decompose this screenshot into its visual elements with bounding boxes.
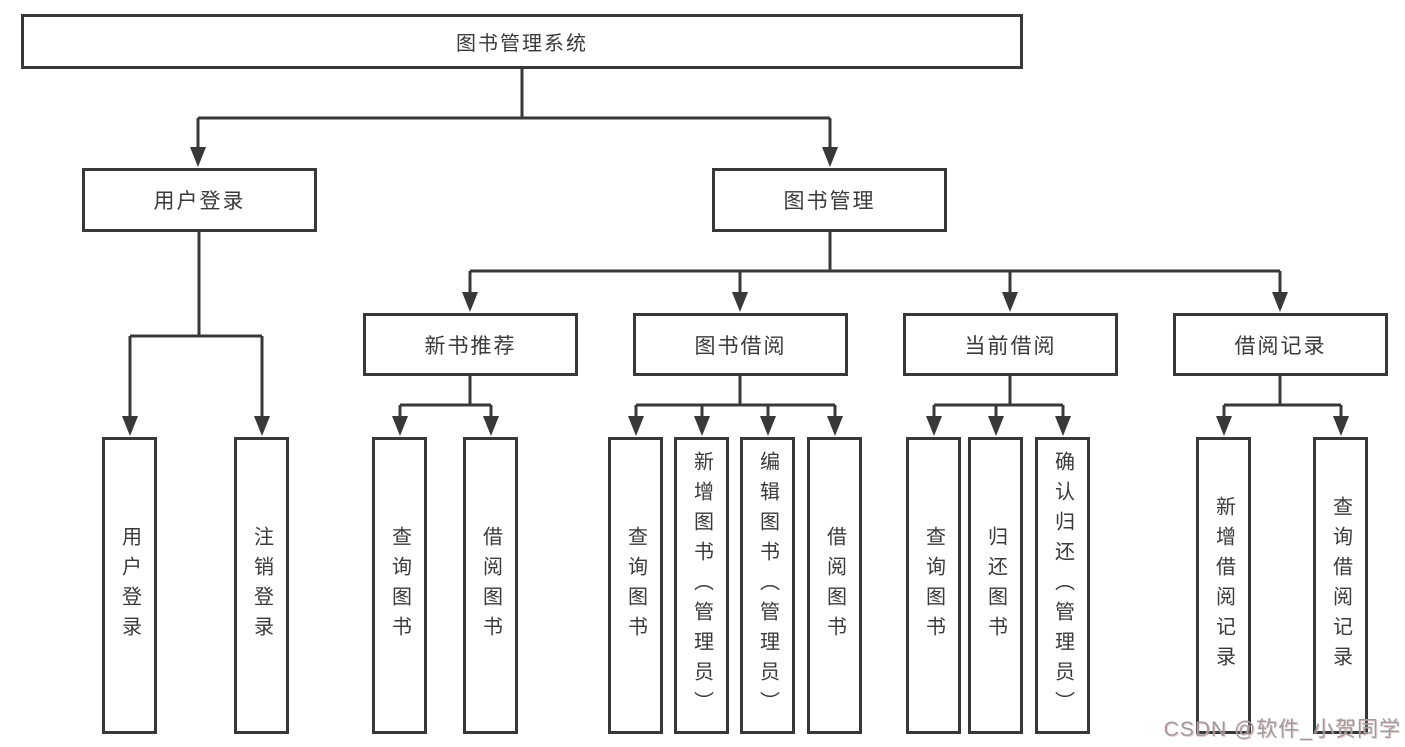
arrow-down-icon: [827, 416, 843, 436]
arrow-down-icon: [988, 416, 1004, 436]
watermark: CSDN @软件_小贺同学: [1163, 718, 1401, 741]
arrow-down-icon: [1216, 416, 1232, 436]
arrow-down-icon: [628, 416, 644, 436]
leaf-user-login: 用户登录: [102, 437, 157, 734]
arrow-down-icon: [822, 147, 838, 167]
arrow-down-icon: [392, 416, 408, 436]
leaf-logout-login: 注销登录: [234, 437, 289, 734]
arrow-down-icon: [926, 416, 942, 436]
node-borrow-records: 借阅记录: [1173, 313, 1388, 376]
node-book-management: 图书管理: [712, 168, 947, 232]
node-current-borrow: 当前借阅: [903, 313, 1118, 376]
node-new-book-recommend: 新书推荐: [363, 313, 578, 376]
node-user-login: 用户登录: [82, 168, 317, 232]
leaf-query-borrow-record: 查询借阅记录: [1313, 437, 1368, 734]
arrow-down-icon: [254, 416, 270, 436]
leaf-add-borrow-record: 新增借阅记录: [1196, 437, 1251, 734]
node-book-borrow: 图书借阅: [633, 313, 848, 376]
leaf-return-books: 归还图书: [968, 437, 1023, 734]
leaf-query-books-borrow: 查询图书: [608, 437, 663, 734]
arrow-down-icon: [732, 292, 748, 312]
connector-path: [128, 69, 1343, 419]
leaf-query-books-current: 查询图书: [906, 437, 961, 734]
leaf-borrow-books-newbook: 借阅图书: [463, 437, 518, 734]
arrow-down-icon: [694, 416, 710, 436]
arrowheads: [122, 147, 1349, 436]
leaf-confirm-return-admin: 确认归还（管理员）: [1035, 437, 1090, 734]
leaf-edit-books-admin: 编辑图书（管理员）: [740, 437, 795, 734]
arrow-down-icon: [1272, 292, 1288, 312]
node-library-management-system: 图书管理系统: [21, 14, 1023, 69]
arrow-down-icon: [190, 147, 206, 167]
arrow-down-icon: [1333, 416, 1349, 436]
leaf-query-books-newbook: 查询图书: [372, 437, 427, 734]
leaf-add-books-admin: 新增图书（管理员）: [674, 437, 729, 734]
arrow-down-icon: [483, 416, 499, 436]
arrow-down-icon: [462, 292, 478, 312]
arrow-down-icon: [1055, 416, 1071, 436]
leaf-borrow-books-borrow: 借阅图书: [807, 437, 862, 734]
arrow-down-icon: [122, 416, 138, 436]
arrow-down-icon: [760, 416, 776, 436]
arrow-down-icon: [1002, 292, 1018, 312]
